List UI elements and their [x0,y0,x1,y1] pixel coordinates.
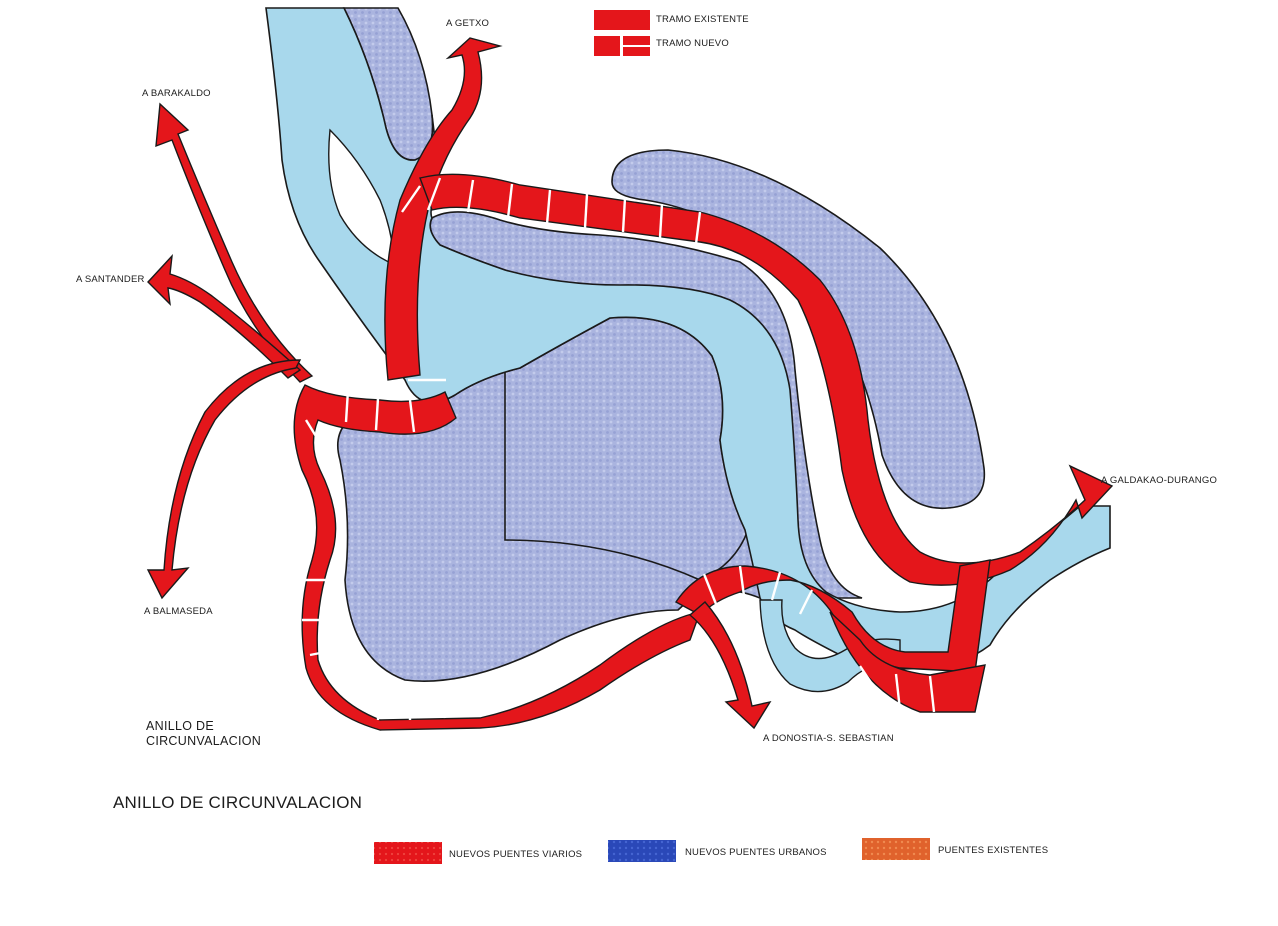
legend-existing-bridges-label: PUENTES EXISTENTES [938,845,1048,856]
legend-urban-bridges-swatch [608,840,676,862]
map-caption-line2: CIRCUNVALACION [146,734,261,748]
label-donostia: A DONOSTIA-S. SEBASTIAN [763,733,894,744]
legend-new-swatch [594,36,650,56]
map-title: ANILLO DE CIRCUNVALACION [113,793,362,812]
label-santander: A SANTANDER [76,274,145,285]
label-barakaldo: A BARAKALDO [142,88,211,99]
label-getxo: A GETXO [446,18,489,29]
road-south-loop-lower [829,611,986,713]
legend-new-label: TRAMO NUEVO [656,38,729,49]
legend-road-bridges-label: NUEVOS PUENTES VIARIOS [449,849,582,860]
bottom-legend: NUEVOS PUENTES VIARIOS NUEVOS PUENTES UR… [374,838,1048,864]
top-legend: TRAMO EXISTENTE TRAMO NUEVO [594,10,749,56]
arrow-santander [147,253,302,379]
arrow-balmaseda [146,359,302,600]
legend-existing-bridges-swatch [862,838,930,860]
legend-existing-label: TRAMO EXISTENTE [656,14,749,25]
road-north-arc [419,173,1114,586]
river-estuary [265,7,1111,670]
west-arrows [146,102,314,600]
ring-road [293,37,1114,731]
road-getxo-segment [384,37,503,381]
legend-road-bridges-swatch [374,842,442,864]
legend-existing-swatch [594,10,650,30]
map-caption-line1: ANILLO DE [146,719,214,733]
label-galdakao-durango: A GALDAKAO-DURANGO [1101,475,1217,486]
road-west-loop [293,384,702,731]
road-south-arch [674,559,991,673]
road-donostia-exit [688,601,772,730]
segment-ticks [300,177,936,720]
arrow-barakaldo [155,102,314,383]
label-balmaseda: A BALMASEDA [144,606,213,617]
destination-labels: A GETXO A BARAKALDO A SANTANDER A BALMAS… [76,18,1217,744]
legend-urban-bridges-label: NUEVOS PUENTES URBANOS [685,847,827,858]
